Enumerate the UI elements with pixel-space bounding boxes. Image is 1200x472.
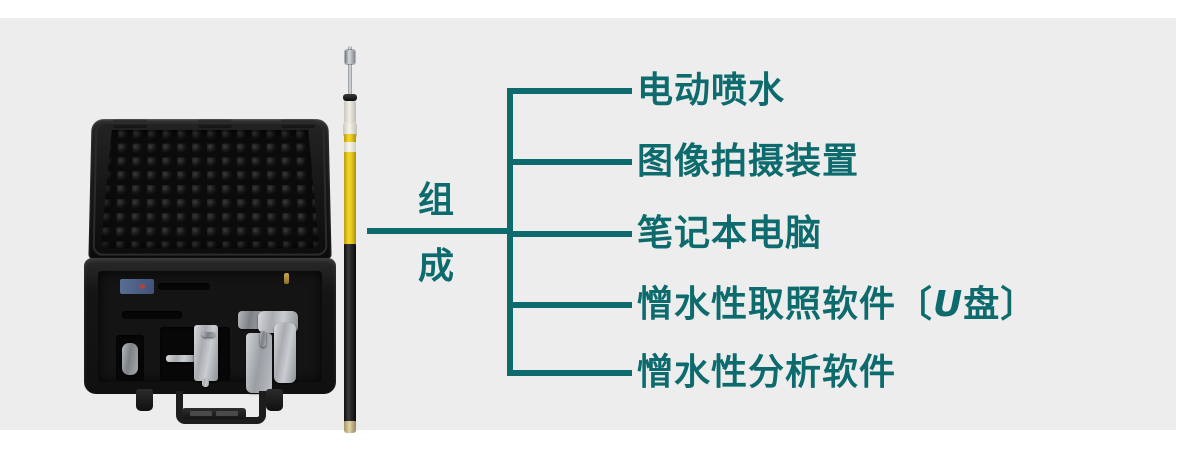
pole-white-section-upper [344, 101, 356, 123]
diagram-branch-line-4 [507, 302, 632, 308]
root-label-char-2: 成 [418, 246, 456, 287]
pole-white-section-lower [343, 123, 357, 137]
case-handle-grip[interactable] [182, 408, 246, 419]
foam-cutout [158, 283, 210, 290]
diagram-branch-line-1 [507, 88, 632, 94]
pole-foot [344, 421, 356, 433]
instrument-trigger [260, 331, 266, 347]
instrument-mount [238, 311, 264, 329]
instrument-spray-bottle [246, 333, 272, 393]
case-base [84, 258, 336, 394]
root-label-char-1: 组 [418, 180, 456, 221]
pole-head-clamp [345, 50, 355, 64]
instrument-meter-tip [202, 379, 209, 387]
case-latch[interactable] [136, 389, 153, 411]
diagram-node-label-2: 图像拍摄装置 [637, 141, 860, 182]
diagram-node-label-5: 憎水性分析软件 [637, 352, 897, 393]
case-lid [88, 119, 332, 259]
content-panel: 组 成 电动喷水 图像拍摄装置 笔记本电脑 憎水性取照软件〔U盘〕 憎水性分析软… [0, 18, 1176, 433]
instrument-meter-display [202, 332, 215, 337]
pole-band [344, 142, 356, 152]
pole-upper-rod [348, 66, 352, 96]
case-latch[interactable] [266, 389, 283, 411]
case-handle[interactable] [176, 391, 266, 424]
diagram-spine-line [507, 88, 513, 373]
case-front-face [84, 387, 336, 424]
instrument-blue-label [120, 279, 154, 294]
instrument-brass-nozzle [284, 273, 289, 284]
diagram-node-label-3: 笔记本电脑 [637, 213, 823, 254]
diagram-node-label-4: 憎水性取照软件〔U盘〕 [637, 284, 1038, 325]
case-hinge-icon [281, 119, 315, 128]
diagram-node-label-1: 电动喷水 [637, 70, 786, 111]
product-photo-telescopic-pole [339, 46, 361, 436]
case-hinge-icon [113, 119, 147, 128]
pole-yellow-shaft [344, 134, 356, 246]
diagram-branch-line-5 [507, 370, 632, 376]
diagram-branch-line-2 [507, 159, 632, 165]
pole-black-shaft [344, 244, 356, 424]
case-base-foam [98, 271, 322, 393]
case-lid-foam [101, 130, 319, 249]
foam-cutout [122, 311, 182, 319]
case-hinge-icon [198, 119, 232, 128]
diagram-stem-line [367, 228, 512, 234]
product-photo-case [78, 110, 343, 430]
instrument-small-probe [122, 343, 138, 375]
instrument-sprayer-barrel [274, 323, 296, 383]
instrument-rod [166, 355, 196, 362]
pole-collar [343, 94, 357, 101]
diagram-branch-line-3 [507, 231, 632, 237]
